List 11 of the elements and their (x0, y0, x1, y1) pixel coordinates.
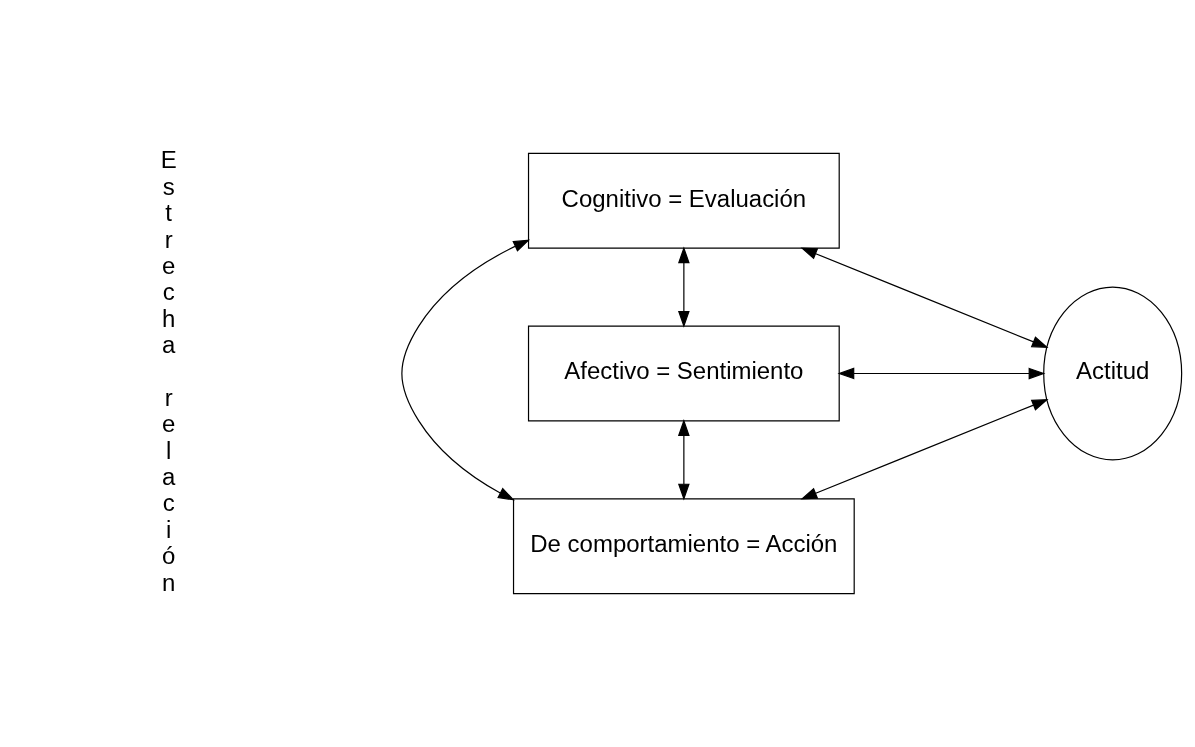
node-box: Cognitivo = Evaluación (527, 152, 840, 249)
label: Estrecha relación (160, 146, 177, 596)
arrow (401, 239, 531, 501)
arrow (800, 247, 1049, 349)
arrow (678, 419, 690, 501)
arrow (837, 367, 1046, 380)
node-ellipse: Actitud (1043, 286, 1183, 461)
arrow (678, 246, 690, 328)
node-box: Afectivo = Sentimiento (527, 325, 840, 422)
node-box: De comportamiento = Acción (512, 498, 855, 595)
arrow (800, 398, 1049, 500)
